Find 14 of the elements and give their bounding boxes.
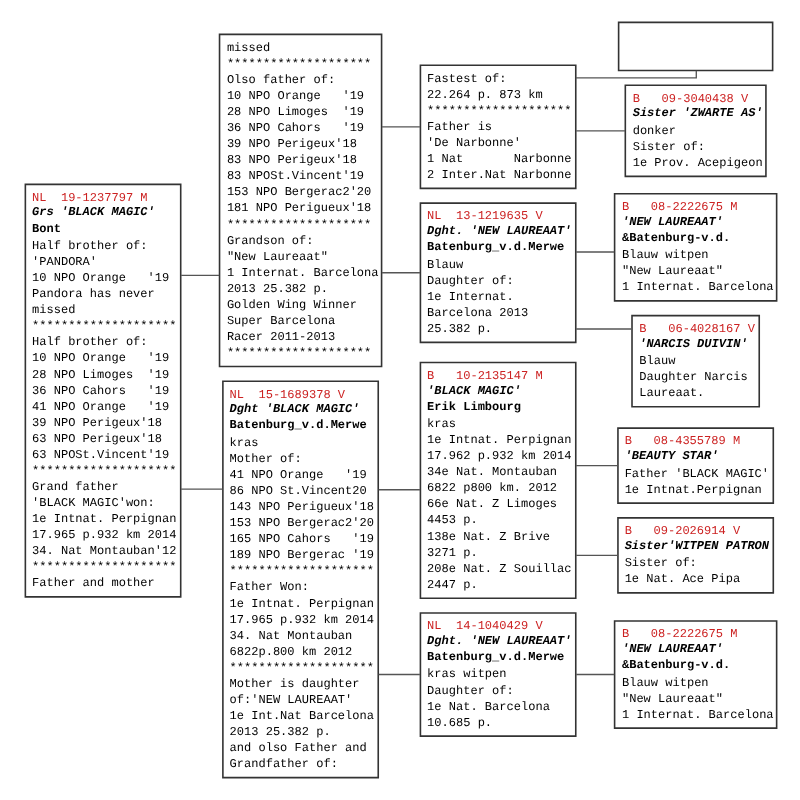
connector (380, 126, 420, 128)
connector (574, 251, 614, 253)
connector (179, 488, 223, 490)
connector (574, 464, 618, 467)
connector (574, 554, 618, 556)
connector (574, 69, 696, 79)
connector (376, 673, 420, 676)
node-box (616, 21, 773, 72)
connector (574, 673, 614, 676)
connector (376, 489, 420, 491)
connector (380, 272, 420, 274)
connector (574, 328, 632, 330)
connector (179, 274, 219, 277)
connector (574, 130, 625, 132)
